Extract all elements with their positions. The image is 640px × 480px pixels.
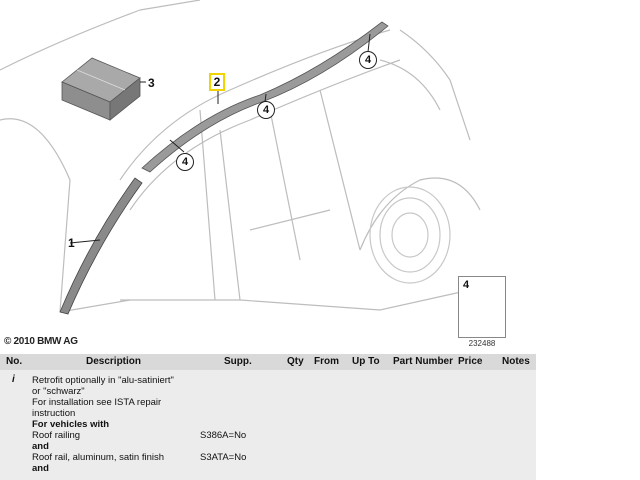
description-line: and — [32, 463, 49, 474]
image-id: 232488 — [468, 339, 496, 348]
col-notes: Notes — [502, 356, 530, 367]
description-line: For installation see ISTA repair — [32, 397, 162, 408]
callout-4-middle[interactable]: 4 — [257, 101, 275, 119]
col-price: Price — [458, 356, 483, 367]
description-line: Retrofit optionally in "alu-satiniert" — [32, 375, 174, 386]
col-supp: Supp. — [224, 356, 252, 367]
supp-code: S3ATA=No — [200, 452, 247, 463]
col-description: Description — [86, 356, 142, 367]
parts-diagram: 1 2 3 4 4 4 © 2010 BMW AG 4 232488 — [0, 0, 506, 348]
supp-code: S386A=No — [200, 430, 247, 441]
callout-3[interactable]: 3 — [148, 76, 155, 90]
description-line: or "schwarz" — [32, 386, 85, 397]
col-no: No. — [6, 356, 23, 367]
description-line: Roof railing — [32, 430, 81, 441]
col-qty: Qty — [287, 356, 304, 367]
col-part-number: Part Number — [393, 356, 454, 367]
callout-4-rear[interactable]: 4 — [359, 51, 377, 69]
col-from: From — [314, 356, 339, 367]
description-line: Roof rail, aluminum, satin finish — [32, 452, 164, 463]
col-up-to: Up To — [352, 356, 380, 367]
callout-1[interactable]: 1 — [68, 236, 75, 250]
description-line: instruction — [32, 408, 76, 419]
callout-2[interactable]: 2 — [209, 73, 225, 91]
description-line: and — [32, 441, 49, 452]
legend-box: 4 — [458, 276, 506, 338]
parts-table-header: No. Description Supp. Qty From Up To Par… — [0, 354, 536, 370]
copyright-notice: © 2010 BMW AG — [4, 336, 78, 347]
description-line: For vehicles with — [32, 419, 110, 430]
callout-4-front[interactable]: 4 — [176, 153, 194, 171]
table-row: i Retrofit optionally in "alu-satiniert"… — [0, 370, 536, 480]
legend-number: 4 — [463, 279, 470, 291]
info-icon[interactable]: i — [12, 374, 15, 385]
